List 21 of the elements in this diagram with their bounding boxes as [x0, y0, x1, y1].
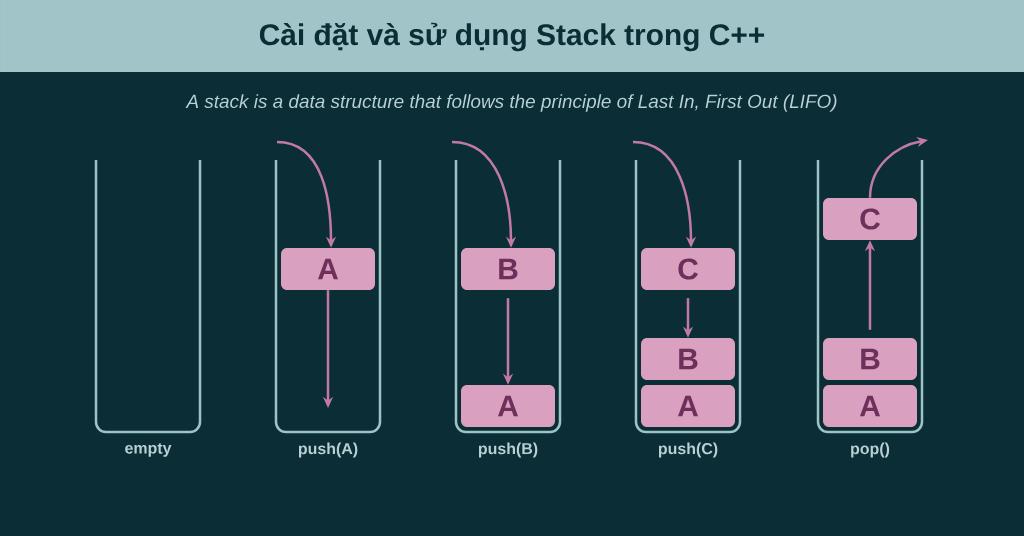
stack-item: A	[461, 385, 555, 427]
title-bar: Cài đặt và sử dụng Stack trong C++	[0, 0, 1024, 72]
stack-label: pop()	[851, 442, 890, 458]
stack-container	[634, 160, 742, 434]
stack-container	[454, 160, 562, 434]
stack-item: A	[281, 248, 375, 290]
subtitle: A stack is a data structure that follows the principle of Last In, First Out (LIFO)	[185, 94, 837, 112]
stack-item: C	[823, 198, 917, 240]
stack-item: B	[641, 338, 735, 380]
stack-label: push(A)	[298, 442, 358, 458]
stack-container	[274, 160, 382, 434]
stack-item: C	[641, 248, 735, 290]
stack-item: A	[823, 385, 917, 427]
stack-item: B	[823, 338, 917, 380]
stack-item: A	[641, 385, 735, 427]
stack-container	[816, 160, 924, 434]
stack-label: empty	[125, 443, 172, 457]
stack-label: push(C)	[658, 442, 718, 458]
stack-container	[94, 160, 202, 434]
stack-label: push(B)	[478, 442, 538, 458]
stack-item: B	[461, 248, 555, 290]
